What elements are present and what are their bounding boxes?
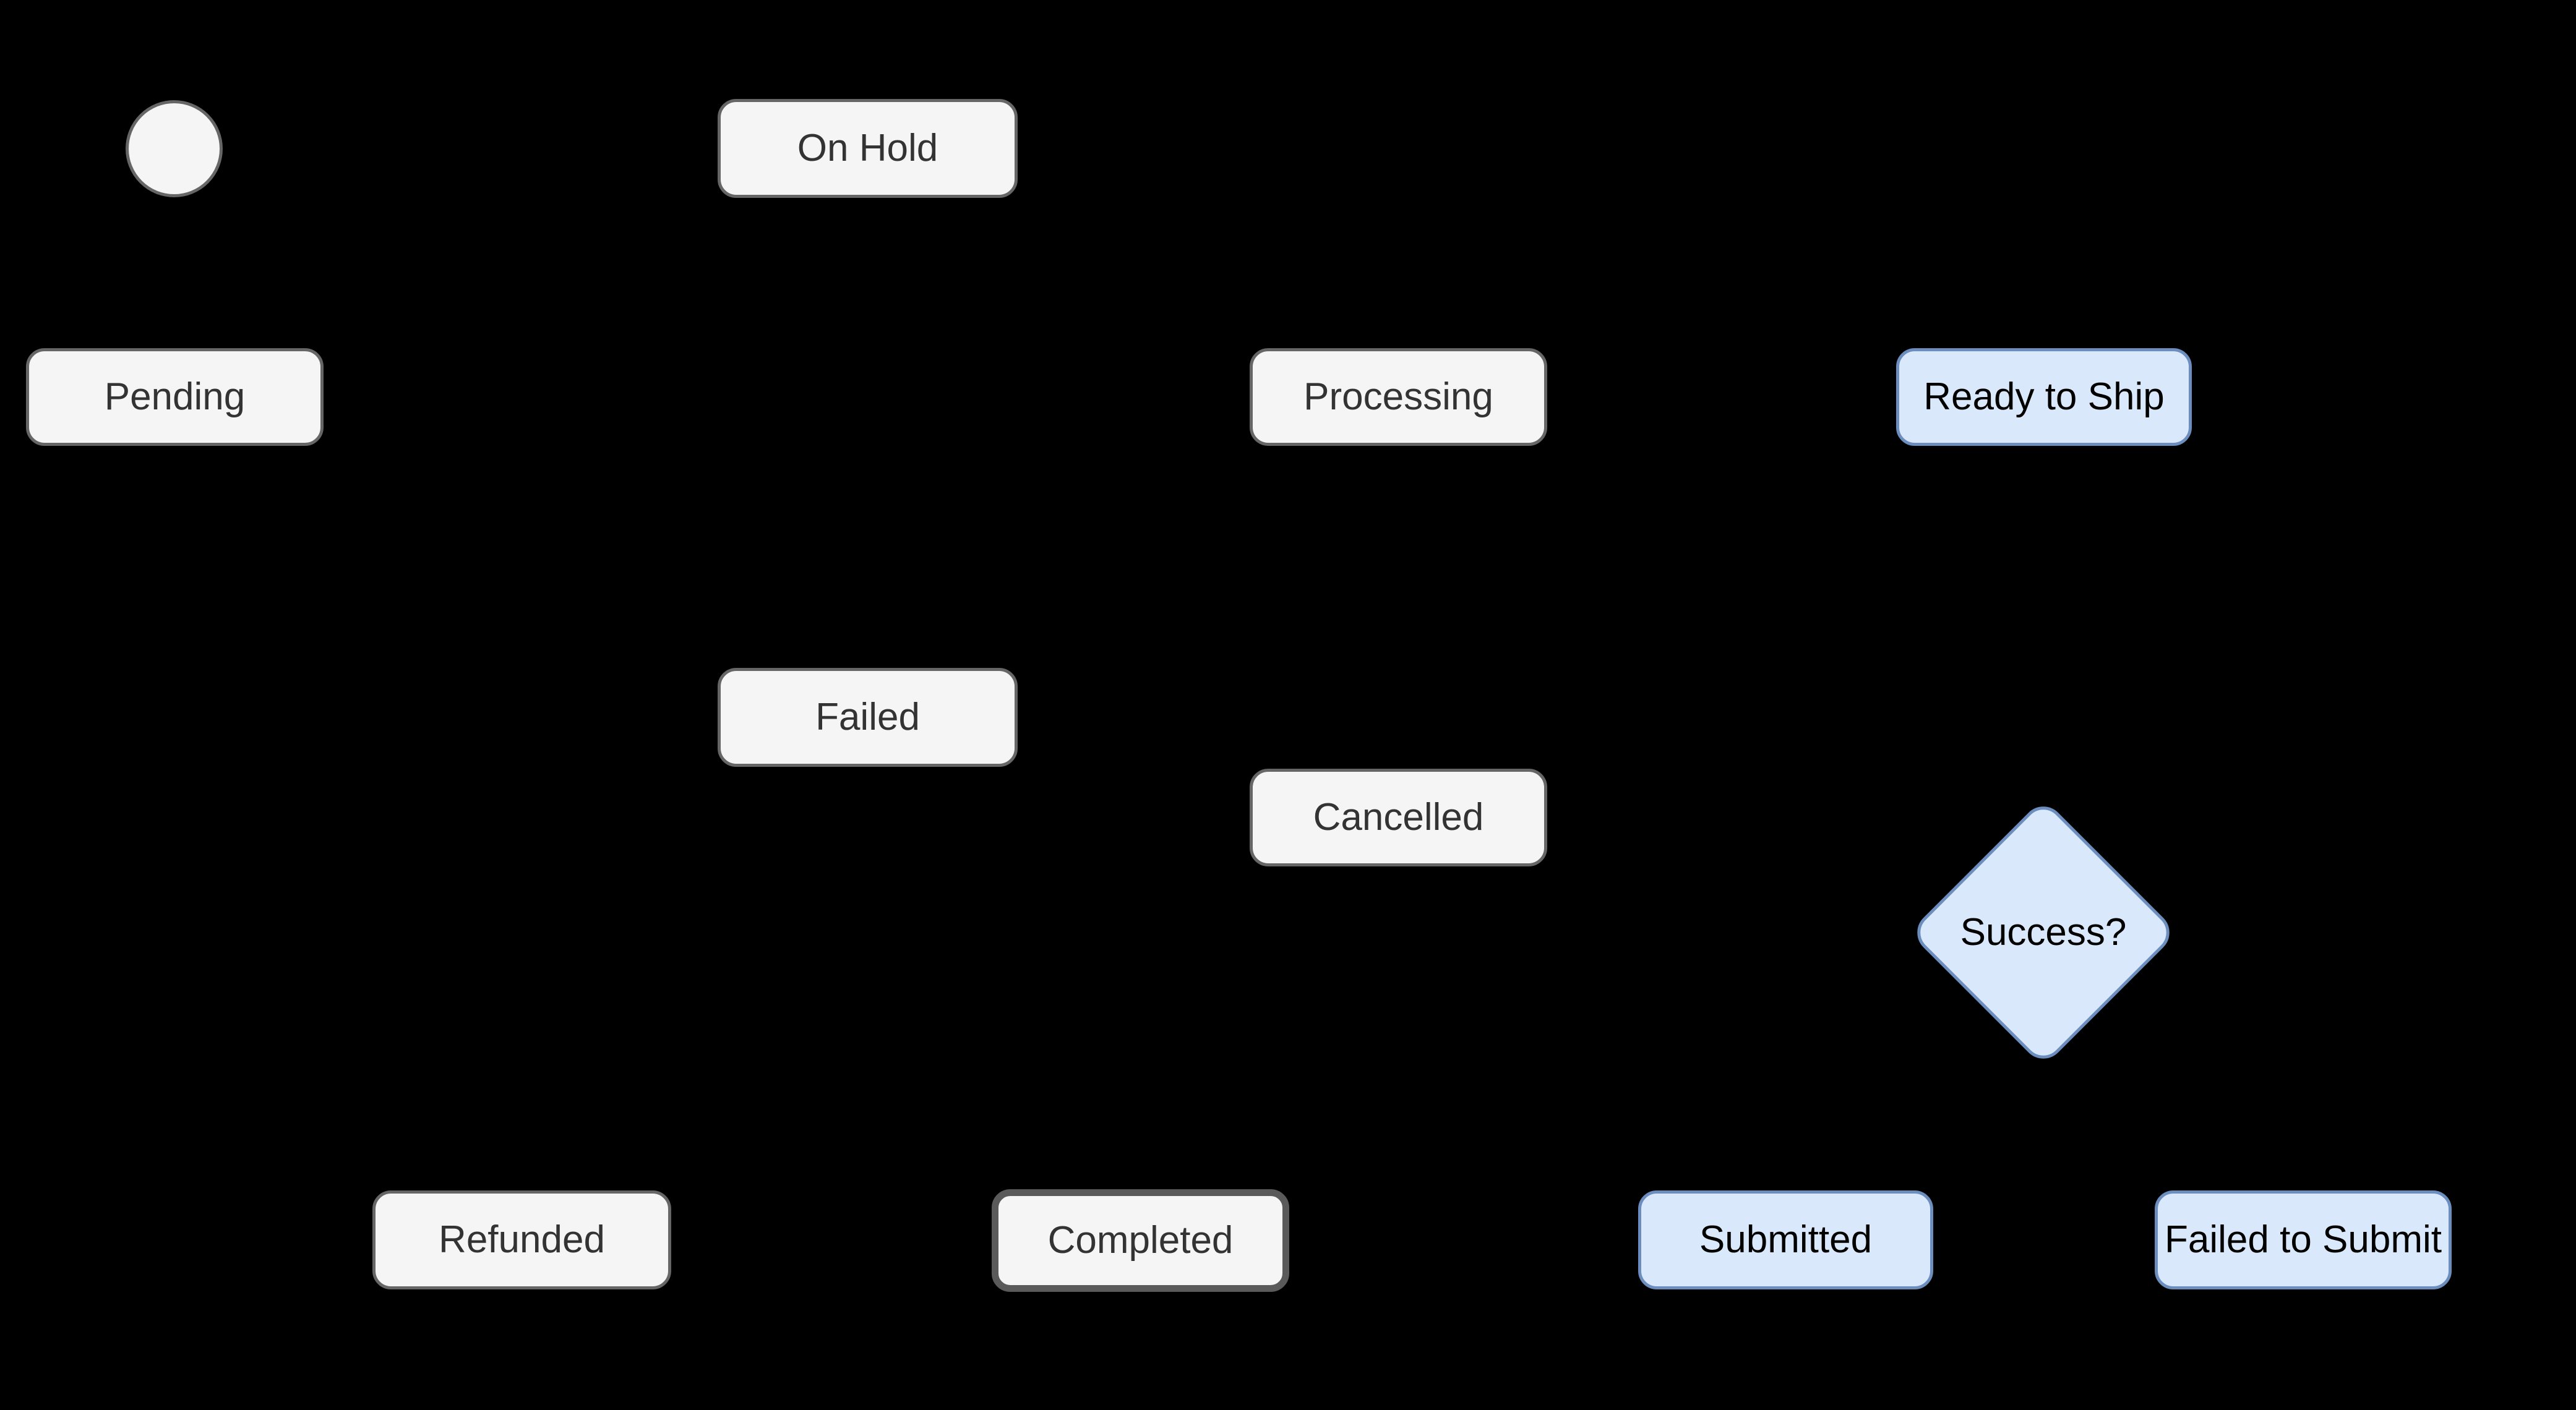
node-label-ready-to-ship: Ready to Ship: [1923, 375, 2165, 418]
node-label-refunded: Refunded: [439, 1218, 605, 1261]
node-failed-to-submit[interactable]: Failed to Submit: [2155, 1190, 2452, 1289]
node-ready-to-ship[interactable]: Ready to Ship: [1896, 348, 2192, 446]
node-start[interactable]: [126, 100, 223, 197]
node-label-failed: Failed: [815, 696, 920, 738]
node-success-decision[interactable]: Success?: [1908, 798, 2178, 1067]
node-label-completed: Completed: [1047, 1219, 1234, 1262]
node-pending[interactable]: Pending: [26, 348, 324, 446]
node-label-success-decision: Success?: [1960, 911, 2127, 954]
node-completed[interactable]: Completed: [992, 1189, 1289, 1292]
node-label-submitted: Submitted: [1699, 1218, 1873, 1261]
node-on-hold[interactable]: On Hold: [718, 99, 1018, 198]
node-failed[interactable]: Failed: [718, 668, 1018, 767]
node-label-on-hold: On Hold: [797, 127, 938, 169]
node-submitted[interactable]: Submitted: [1638, 1190, 1933, 1289]
node-label-cancelled: Cancelled: [1313, 796, 1484, 839]
node-processing[interactable]: Processing: [1250, 348, 1547, 446]
node-label-processing: Processing: [1303, 375, 1493, 418]
node-label-failed-to-submit: Failed to Submit: [2165, 1218, 2442, 1261]
node-refunded[interactable]: Refunded: [372, 1190, 671, 1289]
node-label-pending: Pending: [104, 375, 246, 418]
node-cancelled[interactable]: Cancelled: [1250, 769, 1547, 866]
